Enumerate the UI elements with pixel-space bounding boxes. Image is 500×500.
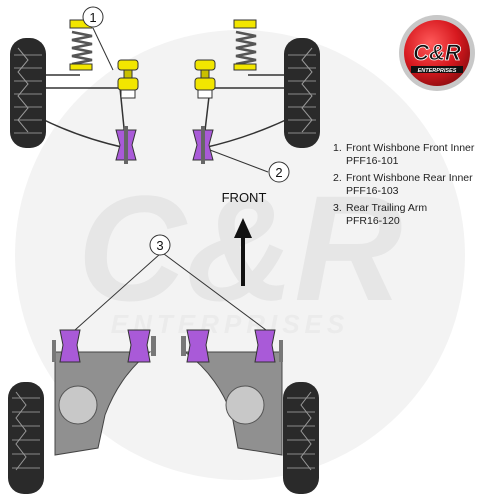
logo-subtext: ENTERPRISES <box>418 68 457 74</box>
logo-text: C&R <box>413 40 461 65</box>
parts-legend: 1. Front Wishbone Front Inner PFF16-101 … <box>333 142 498 232</box>
spring-front-right <box>233 19 257 71</box>
logo-banner <box>411 66 463 73</box>
bush-front-rear-inner-left <box>115 126 137 164</box>
legend-item: 3. Rear Trailing Arm PFR16-120 <box>333 202 498 227</box>
bush-front-inner-left <box>117 59 139 99</box>
bush-rear-right-outer <box>254 329 283 363</box>
legend-item-number: 3. <box>333 202 342 214</box>
tyre-front-left <box>10 38 46 148</box>
tyre-rear-right <box>283 382 319 494</box>
legend-item-title: Front Wishbone Front Inner <box>346 142 475 154</box>
cr-enterprises-logo: C&R ENTERPRISES <box>399 15 475 91</box>
front-arrow-shaft <box>241 236 245 286</box>
tyre-rear-left <box>8 382 44 494</box>
legend-item: 2. Front Wishbone Rear Inner PFF16-103 <box>333 172 498 197</box>
rear-right-hub <box>225 385 265 425</box>
callout-1: 1 <box>82 6 114 71</box>
legend-item-title: Rear Trailing Arm <box>346 202 428 214</box>
bush-front-rear-inner-right <box>192 126 214 164</box>
bush-rear-left-outer <box>52 329 81 363</box>
spring-front-left <box>69 19 93 71</box>
front-label: FRONT <box>222 190 267 205</box>
legend-item-part-number: PFR16-120 <box>346 214 400 227</box>
callout-3: 3 <box>74 234 267 331</box>
rear-axle <box>8 329 319 494</box>
bush-front-inner-right <box>194 59 216 99</box>
front-axle <box>10 19 320 164</box>
front-direction-indicator: FRONT <box>222 190 267 286</box>
rear-left-hub <box>58 385 98 425</box>
bush-rear-left-inner <box>127 329 156 363</box>
legend-item-title: Front Wishbone Rear Inner <box>346 172 473 184</box>
legend-item: 1. Front Wishbone Front Inner PFF16-101 <box>333 142 498 167</box>
watermark-text: C&R <box>78 164 403 332</box>
tyre-front-right <box>284 38 320 148</box>
legend-item-number: 1. <box>333 142 342 154</box>
callout-3-label: 3 <box>156 238 163 253</box>
callout-2-label: 2 <box>275 165 282 180</box>
callout-1-label: 1 <box>89 10 96 25</box>
legend-item-part-number: PFF16-103 <box>346 184 399 197</box>
front-arrow-head <box>234 218 252 238</box>
legend-item-number: 2. <box>333 172 342 184</box>
legend-item-part-number: PFF16-101 <box>346 154 399 167</box>
callout-2: 2 <box>209 149 290 183</box>
bush-rear-right-inner <box>181 329 210 363</box>
